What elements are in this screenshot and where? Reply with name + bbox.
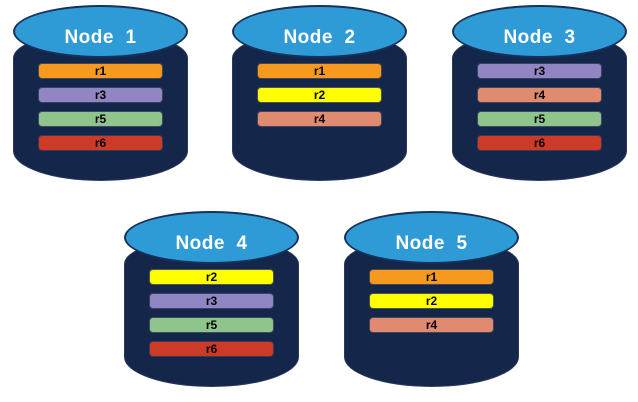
node-3-label: Node 3 [503,26,576,48]
record-bar[interactable]: r6 [149,341,274,357]
node-3-top-disc [452,5,627,58]
record-bar[interactable]: r4 [257,111,382,127]
node-1-record-list: r1 r3 r5 r6 [38,63,163,151]
node-3[interactable]: r3 r4 r5 r6 Node 3 [452,5,627,190]
node-2[interactable]: r1 r2 r4 Node 2 [232,5,407,190]
node-3-record-list: r3 r4 r5 r6 [477,63,602,151]
record-bar[interactable]: r2 [369,293,494,309]
record-bar[interactable]: r4 [477,87,602,103]
node-4-label: Node 4 [175,232,248,254]
record-bar[interactable]: r3 [149,293,274,309]
record-bar[interactable]: r1 [38,63,163,79]
record-bar[interactable]: r5 [149,317,274,333]
record-bar[interactable]: r4 [369,317,494,333]
record-bar[interactable]: r2 [257,87,382,103]
node-4[interactable]: r2 r3 r5 r6 Node 4 [124,211,299,396]
record-bar[interactable]: r3 [477,63,602,79]
record-bar[interactable]: r6 [477,135,602,151]
record-bar[interactable]: r2 [149,269,274,285]
node-5-top-disc [344,211,519,264]
node-1-label: Node 1 [64,26,137,48]
node-5-label: Node 5 [395,232,468,254]
node-1-top-disc [13,5,188,58]
node-5[interactable]: r1 r2 r4 Node 5 [344,211,519,396]
node-2-label: Node 2 [283,26,356,48]
record-bar[interactable]: r1 [369,269,494,285]
node-5-record-list: r1 r2 r4 [369,269,494,333]
record-bar[interactable]: r5 [38,111,163,127]
node-2-top-disc [232,5,407,58]
node-4-top-disc [124,211,299,264]
node-1[interactable]: r1 r3 r5 r6 Node 1 [13,5,188,190]
record-bar[interactable]: r1 [257,63,382,79]
record-bar[interactable]: r5 [477,111,602,127]
record-bar[interactable]: r3 [38,87,163,103]
node-2-record-list: r1 r2 r4 [257,63,382,127]
node-4-record-list: r2 r3 r5 r6 [149,269,274,357]
record-bar[interactable]: r6 [38,135,163,151]
